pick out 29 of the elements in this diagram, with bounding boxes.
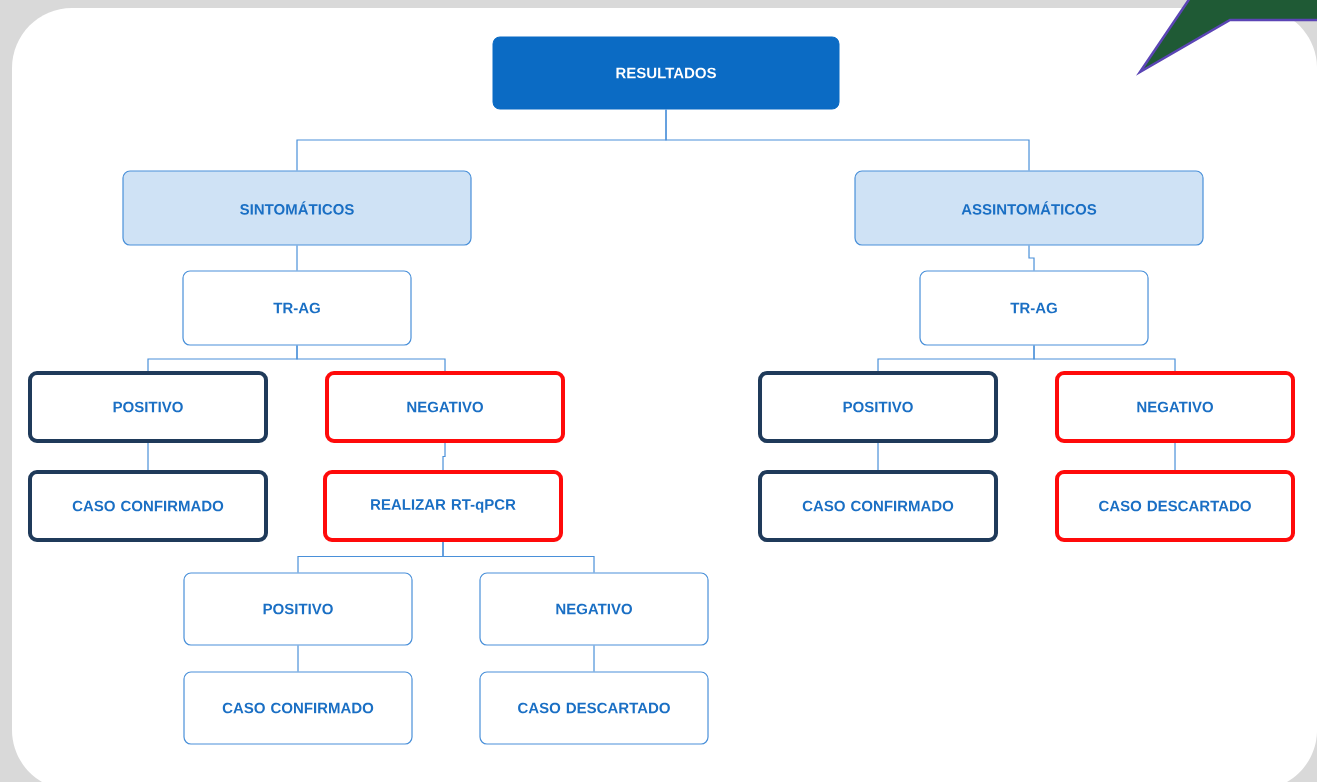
- process-box: TR-AG: [182, 270, 412, 346]
- connector-line: [297, 645, 299, 672]
- connector-line: [1033, 345, 1176, 372]
- process-box: CASO DESCARTADO: [479, 671, 709, 745]
- result-box: CASO CONFIRMADO: [758, 470, 998, 542]
- connector-line: [1174, 442, 1176, 471]
- connector-line: [147, 442, 149, 471]
- category-box: ASSINTOMÁTICOS: [854, 170, 1204, 246]
- process-box: CASO CONFIRMADO: [183, 671, 413, 745]
- process-box: POSITIVO: [183, 572, 413, 646]
- connector-line: [442, 541, 595, 573]
- connector-line: [296, 345, 446, 372]
- result-box: CASO CONFIRMADO: [28, 470, 268, 542]
- result-box: REALIZAR RT-qPCR: [323, 470, 563, 542]
- result-box: POSITIVO: [758, 371, 998, 443]
- connector-line: [877, 442, 879, 471]
- process-box: NEGATIVO: [479, 572, 709, 646]
- title-box: RESULTADOS: [492, 36, 840, 110]
- connector-line: [1028, 245, 1035, 271]
- result-box: CASO DESCARTADO: [1055, 470, 1295, 542]
- connector-line: [296, 245, 298, 271]
- result-box: NEGATIVO: [1055, 371, 1295, 443]
- connector-line: [442, 442, 446, 471]
- result-box: POSITIVO: [28, 371, 268, 443]
- result-box: NEGATIVO: [325, 371, 565, 443]
- category-box: SINTOMÁTICOS: [122, 170, 472, 246]
- connector-line: [593, 645, 595, 672]
- process-box: TR-AG: [919, 270, 1149, 346]
- connector-line: [665, 108, 1030, 171]
